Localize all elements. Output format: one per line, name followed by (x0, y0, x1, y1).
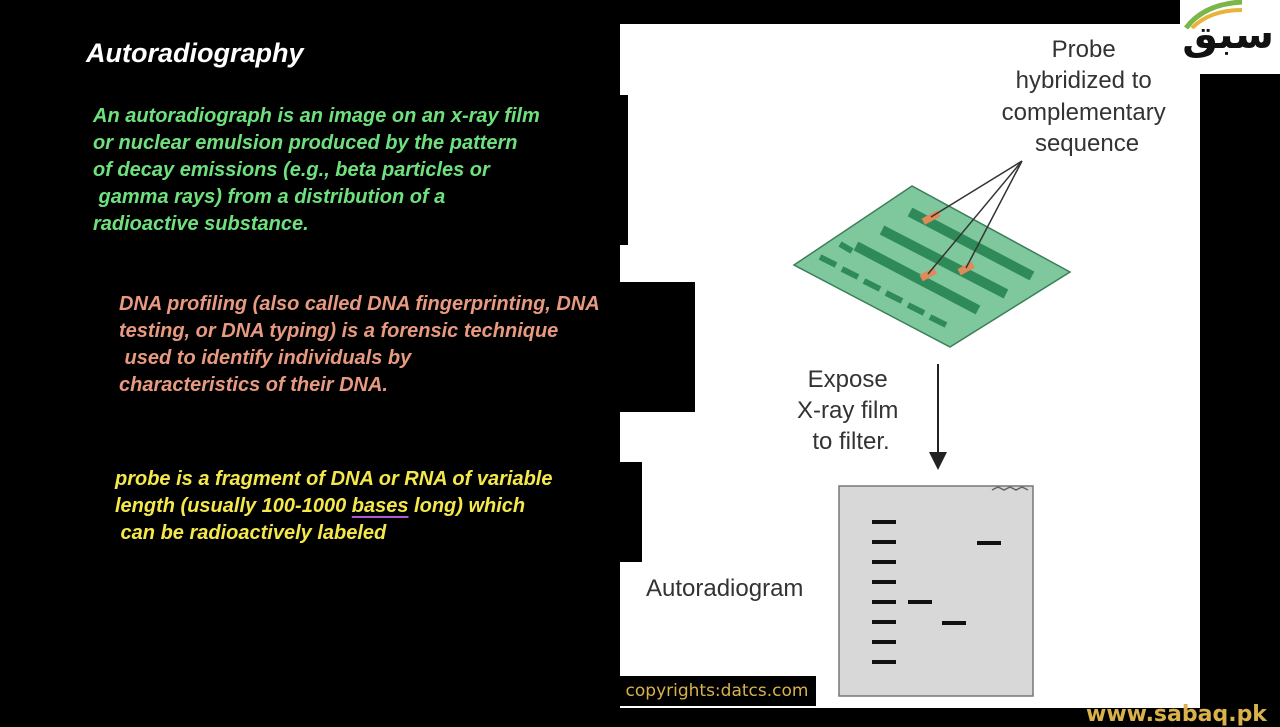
expose-label-line-1: Expose (808, 366, 888, 393)
bases-underlined: bases (351, 495, 409, 517)
dna-profiling-definition: DNA profiling (also called DNA fingerpri… (119, 293, 600, 396)
filter-membrane (792, 185, 1072, 348)
expose-label-line-3: to filter. (812, 428, 889, 455)
probe-label-line-1: Probe (1052, 36, 1116, 63)
probe-pointer-lines (927, 160, 1023, 275)
expose-label: Expose X-ray film to filter. (797, 366, 905, 455)
dash (884, 290, 904, 304)
ladder-band (872, 660, 896, 664)
autoradiograph-definition: An autoradiograph is an image on an x-ra… (93, 105, 540, 235)
probe-text-b: long) which can be radioactively labeled (120, 495, 526, 544)
band-row-1 (907, 207, 1035, 281)
dash (862, 278, 882, 292)
spot-3 (957, 261, 975, 276)
band-row-3 (853, 241, 981, 315)
diagram-panel: Probe hybridized to complementary sequen… (620, 24, 1200, 708)
probe-label-line-3: complementary (1002, 99, 1166, 126)
website-url[interactable]: www.sabaq.pk (1086, 702, 1267, 727)
autoradiogram-film (838, 485, 1034, 697)
dash (928, 314, 948, 328)
band-row-2 (879, 225, 1009, 299)
slide-title: Autoradiography (86, 38, 304, 68)
sample-band (942, 621, 966, 625)
film-edge (991, 486, 1029, 491)
filter-bands (853, 207, 1035, 315)
ladder-band (872, 540, 896, 544)
pointer-line (965, 160, 1023, 269)
autoradiography-diagram: Probe hybridized to complementary sequen… (646, 36, 1173, 697)
probe-label: Probe hybridized to complementary sequen… (1002, 36, 1173, 157)
ladder-band (872, 580, 896, 584)
ladder-band (872, 640, 896, 644)
ladder-band (872, 600, 896, 604)
spot-2 (919, 267, 937, 282)
panel-notch (620, 95, 628, 245)
ladder-band (872, 520, 896, 524)
autoradiogram-label: Autoradiogram (646, 575, 803, 602)
logo-text: سبق (1182, 12, 1274, 58)
probe-label-line-2: hybridized to (1016, 67, 1152, 94)
pointer-line (927, 160, 1023, 275)
probe-label-line-4: sequence (1035, 130, 1139, 157)
copyright-text: copyrights:datcs.com (618, 676, 816, 706)
down-arrow-icon (929, 364, 947, 470)
autoradiogram-bands (872, 520, 1001, 664)
probe-text-a: probe is a fragment of DNA or RNA of var… (115, 468, 553, 517)
dash (818, 254, 838, 268)
dash (840, 266, 860, 280)
dash (906, 302, 926, 316)
ladder-band (872, 560, 896, 564)
panel-notch (620, 282, 695, 412)
ladder-band (872, 620, 896, 624)
probe-definition: probe is a fragment of DNA or RNA of var… (115, 466, 552, 547)
sample-band (977, 541, 1001, 545)
filter-dashes (818, 241, 948, 328)
pointer-line (930, 160, 1023, 218)
expose-label-line-2: X-ray film (797, 397, 898, 424)
logo-swoosh-icon (1184, 0, 1243, 30)
sample-band (908, 600, 932, 604)
sabaq-logo: سبق (1180, 0, 1280, 74)
panel-notch (620, 462, 642, 562)
dash (838, 241, 854, 254)
